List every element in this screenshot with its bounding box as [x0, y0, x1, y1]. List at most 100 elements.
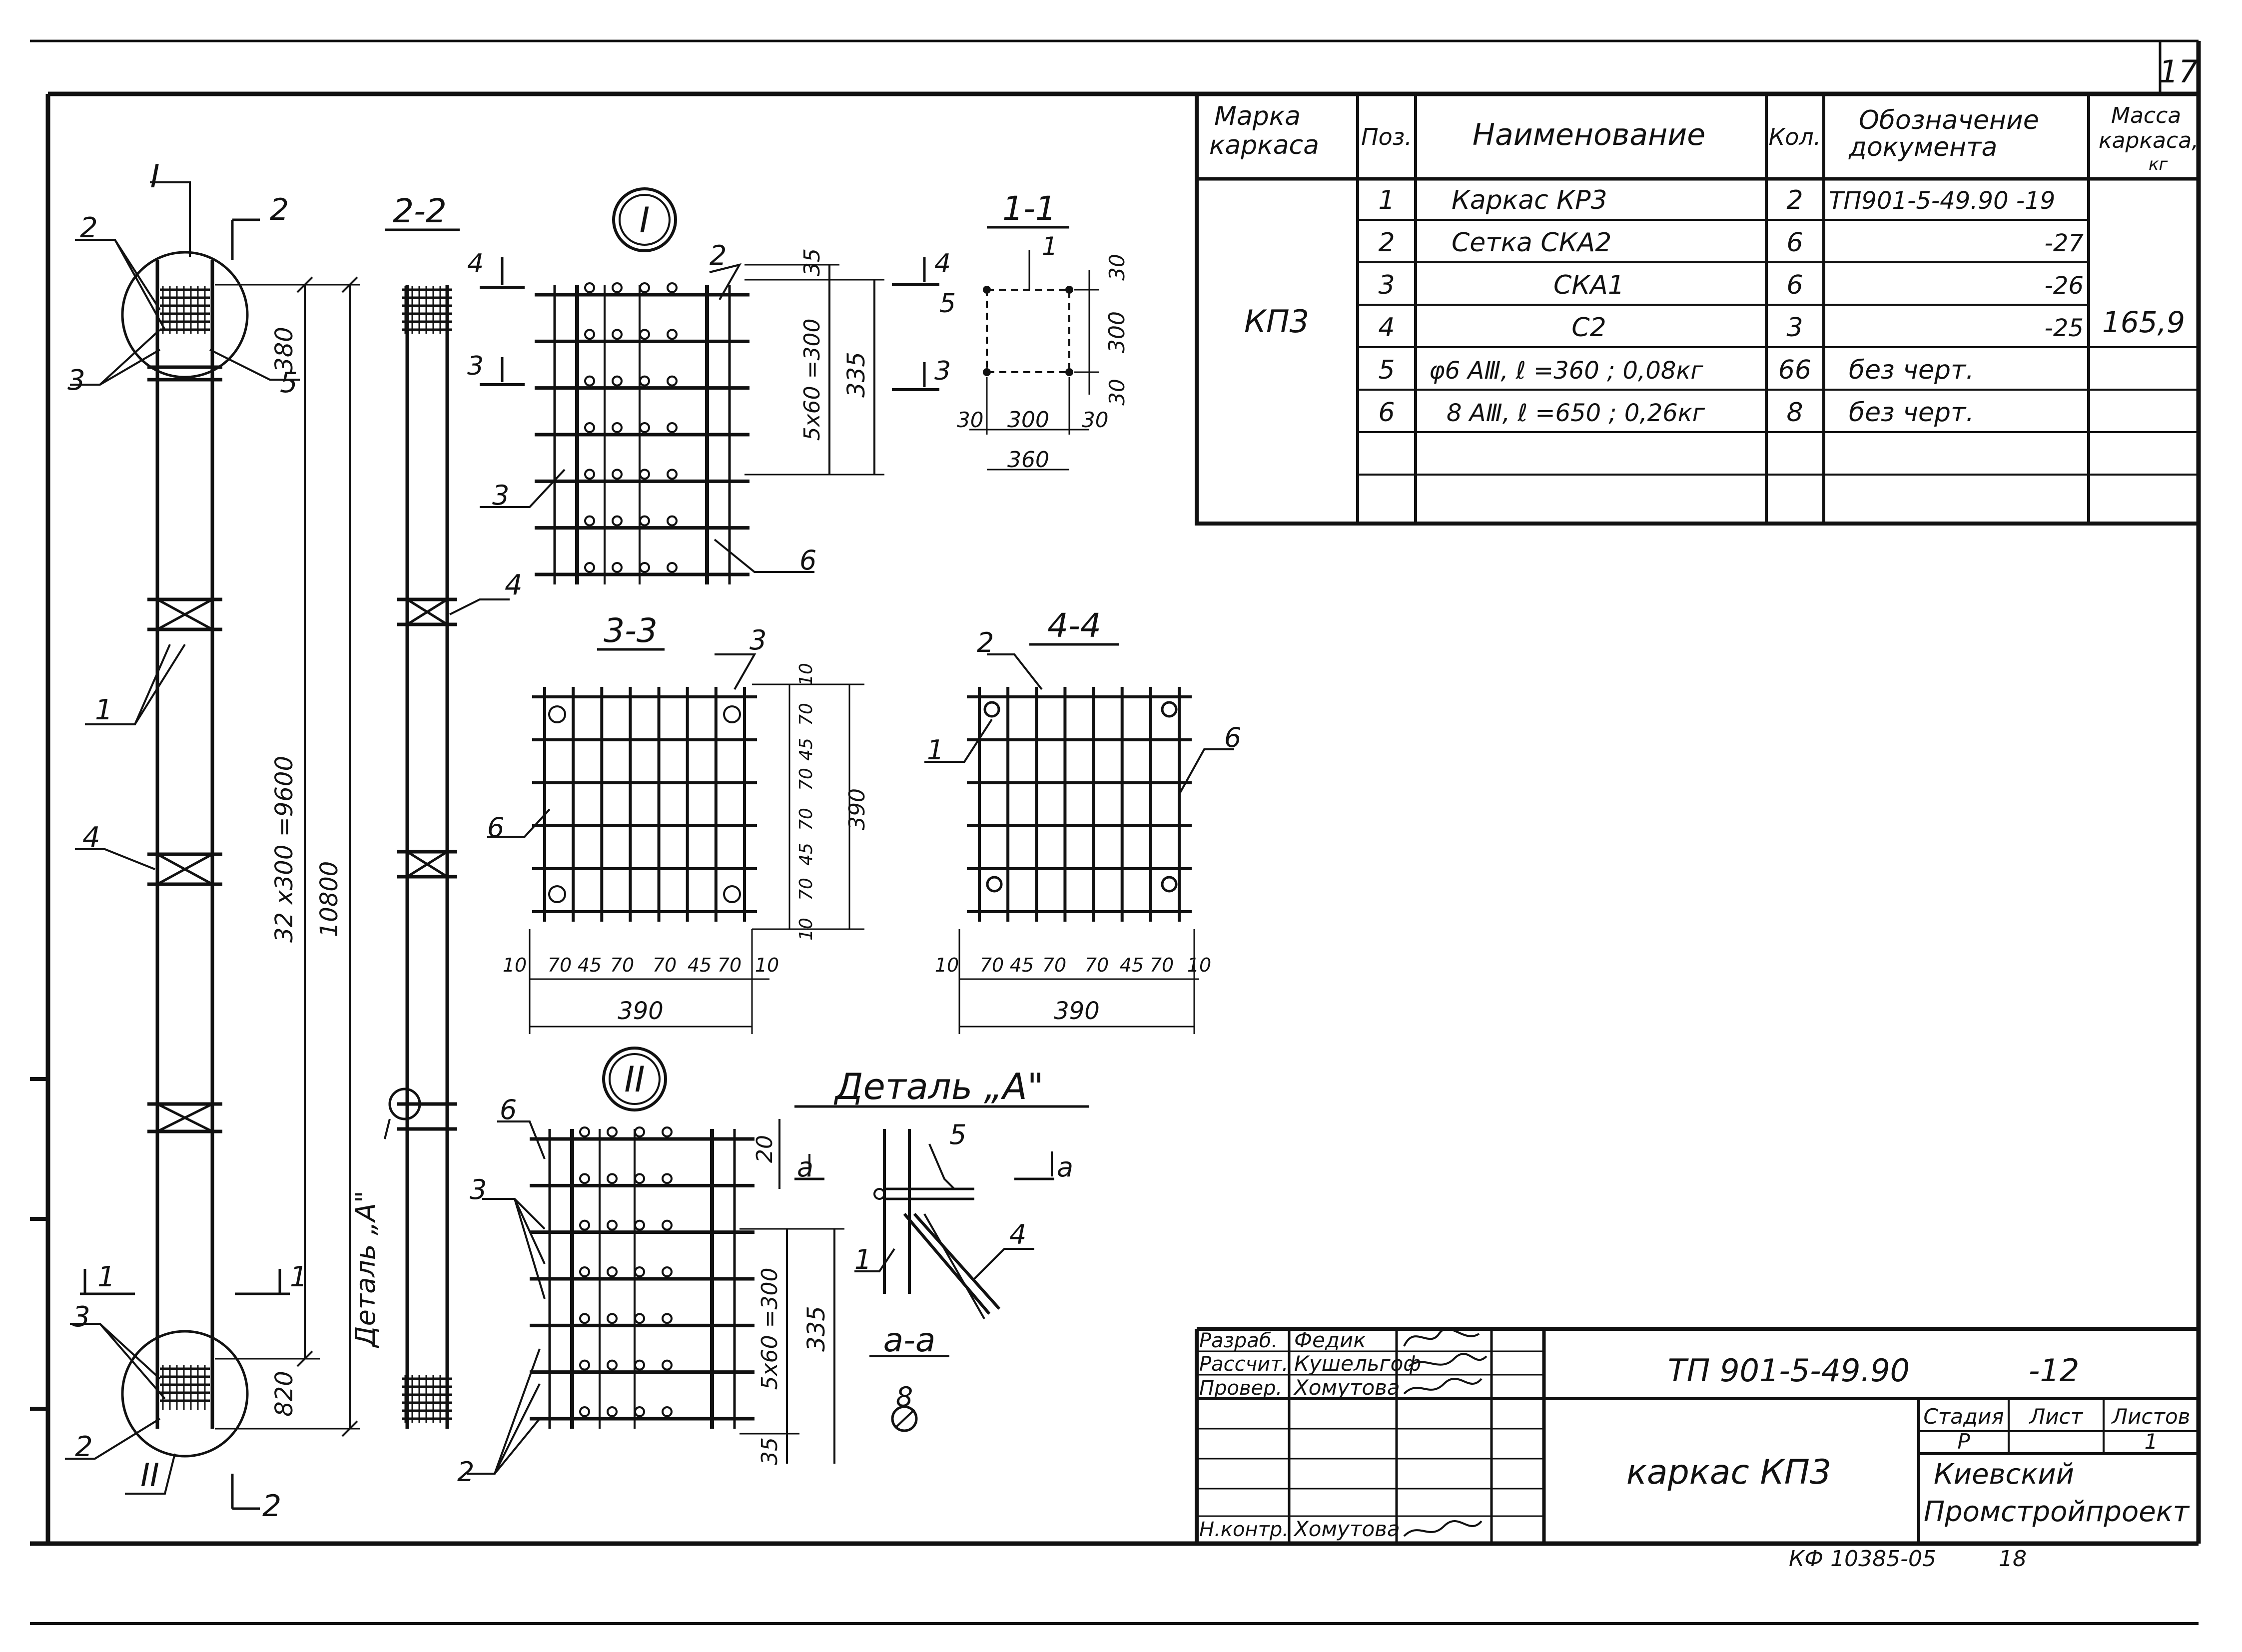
title-block [1195, 1327, 2199, 1544]
dim-label: 10 [1187, 954, 1211, 976]
detail-A-label: 5 [949, 1119, 966, 1150]
callout-II-label: II [140, 1457, 159, 1494]
rebar-dot [579, 1219, 590, 1231]
row-doc: -25 [2045, 314, 2084, 342]
rebar-dot [607, 1359, 618, 1371]
rebar-dot [634, 1406, 645, 1417]
tb-sheet-code: -12 [2029, 1352, 2079, 1389]
rebar-grid [535, 282, 749, 584]
mesh-grid [532, 687, 757, 922]
spec-row: 3 СКА1 6 -26 [1378, 270, 2084, 300]
row-qty: 66 [1778, 355, 1811, 385]
section-4-4-title: 4-4 [1047, 606, 1101, 645]
section-3-3-label: 6 [487, 812, 504, 843]
section-3-3-title: 3-3 [604, 611, 658, 650]
detail-II-label: 6 [500, 1094, 517, 1125]
rebar-dot [634, 1173, 645, 1184]
tb-name: Хомутова [1293, 1517, 1400, 1541]
detail-I-drawing [480, 187, 884, 584]
spec-row: 1 Каркас КР3 2 ТП901-5-49.90 -19 [1378, 185, 2055, 215]
row-qty: 8 [1786, 398, 1803, 428]
dim-label: 45 [796, 738, 816, 761]
tb-role: Разраб. [1199, 1329, 1278, 1352]
row-doc: ТП901-5-49.90 -19 [1829, 187, 2055, 215]
dim-label: 10 [503, 954, 527, 976]
dim-label: 70 [610, 954, 634, 976]
rebar-dot [662, 1173, 673, 1184]
rebar-dot [548, 705, 566, 723]
row-pos: 2 [1378, 228, 1395, 258]
pos-label: 3 [72, 1301, 90, 1333]
row-name: 8 АⅢ, ℓ =650 ; 0,26кг [1447, 399, 1705, 427]
rebar-dot [607, 1173, 618, 1184]
rebar-dot [667, 469, 678, 480]
row-pos: 3 [1378, 270, 1395, 300]
rebar-grid [530, 1126, 754, 1429]
signatures [1403, 1328, 1488, 1537]
dim-label: 70 [796, 878, 816, 901]
footer-number: 18 [1999, 1546, 2027, 1572]
header-name: Наименование [1473, 117, 1705, 152]
dim-label: 45 [1120, 954, 1144, 976]
cross-bracing [147, 597, 222, 1133]
rebar-dot [662, 1266, 673, 1277]
dim-label: 45 [578, 954, 602, 976]
rebar-dot [579, 1126, 590, 1137]
pos-label: 5 [280, 367, 298, 399]
section-1-1-marker: 3 [934, 356, 951, 386]
tb-org-line2: Промстройпроект [1924, 1496, 2190, 1528]
rebar-dot [579, 1173, 590, 1184]
rebar-dot [667, 282, 678, 293]
dim-label: 70 [980, 954, 1004, 976]
rebar-dot [584, 469, 595, 480]
dim-label: 45 [796, 843, 816, 866]
row-doc: без черт. [1849, 355, 1974, 385]
mesh-hatch-top [402, 286, 452, 334]
tb-name: Хомутова [1293, 1375, 1400, 1400]
header-mark-line1: Марка [1214, 101, 1301, 131]
section-1-1-dim: 30 [957, 408, 983, 432]
detail-II-dim: 20 [752, 1135, 777, 1163]
section-1-1-dim: 300 [1104, 311, 1130, 353]
rebar-dot [548, 885, 566, 903]
elevation-drawing [65, 181, 360, 1510]
rebar-dot [639, 469, 650, 480]
rebar-dot [662, 1406, 673, 1417]
rebar-dot [639, 422, 650, 433]
section-1-1-dim: 300 [1007, 407, 1049, 433]
section-2-2-title: 2-2 [393, 192, 447, 230]
dim-label: 45 [1010, 954, 1034, 976]
rebar-dot [584, 282, 595, 293]
spec-row: 5 φ6 АⅢ, ℓ =360 ; 0,08кг 66 без черт. [1378, 355, 1974, 385]
rebar-dot [634, 1219, 645, 1231]
section-4-4-total: 390 [1054, 997, 1100, 1025]
rebar-dot [584, 375, 595, 387]
dim-top: 380 [270, 327, 298, 373]
detail-A-section-title: а-а [883, 1321, 936, 1359]
rebar-dot [584, 515, 595, 527]
row-pos: 4 [1378, 313, 1395, 343]
rebar-dot [639, 282, 650, 293]
detail-marker-3: 3 [467, 351, 484, 381]
rebar-dot [634, 1359, 645, 1371]
detail-I-dim: 35 [799, 248, 825, 276]
row-name: СКА1 [1553, 270, 1624, 300]
rebar-dot [723, 705, 741, 723]
row-qty: 6 [1786, 228, 1803, 258]
rebar-dot [634, 1313, 645, 1324]
header-doc-line2: документа [1848, 132, 1997, 162]
section-3-3-drawing [487, 648, 864, 1034]
detail-A-title: Деталь „А" [833, 1066, 1044, 1107]
pos-label: 3 [67, 364, 85, 397]
rebar-dot [612, 515, 623, 527]
rebar-dot [667, 562, 678, 573]
rebar-dot [639, 515, 650, 527]
header-mass-line3: кг [2149, 154, 2169, 174]
pos-label: 1 [95, 694, 113, 726]
tb-role: Н.контр. [1199, 1518, 1289, 1541]
rebar-dot [667, 329, 678, 340]
tb-sheets: 1 [2145, 1429, 2158, 1454]
section-1-1-marker: 5 [939, 289, 956, 319]
mesh-hatch-top [160, 286, 210, 334]
